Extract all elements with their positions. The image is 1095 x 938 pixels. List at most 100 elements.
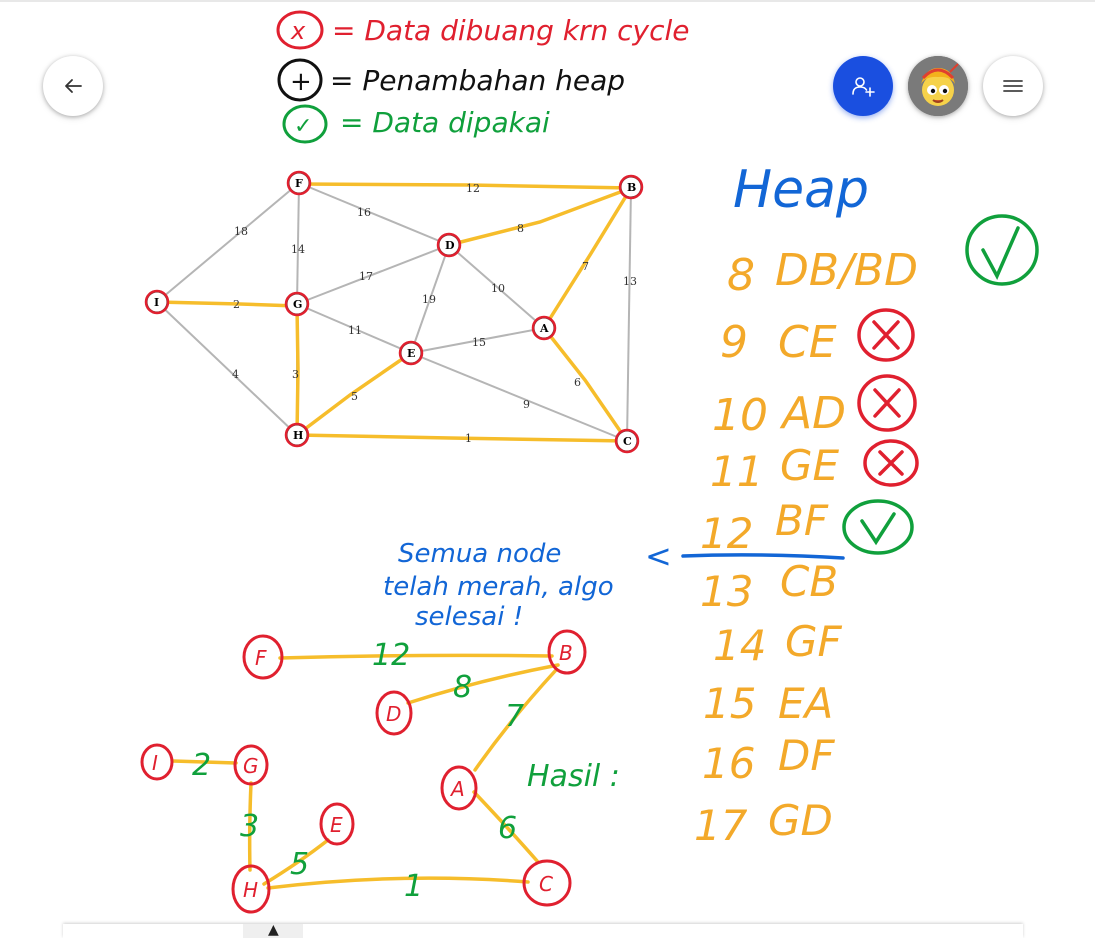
svg-text:CB: CB (780, 557, 838, 606)
graph-nodes: F B D I G A E H C (144, 170, 644, 454)
hamburger-menu-icon (1003, 80, 1023, 92)
svg-text:I: I (154, 296, 159, 309)
svg-text:A: A (539, 322, 549, 335)
weight-label: 5 (351, 390, 358, 403)
svg-text:17: 17 (694, 801, 748, 850)
svg-text:EA: EA (778, 679, 833, 728)
svg-text:I: I (152, 751, 158, 775)
svg-text:9: 9 (720, 317, 748, 368)
legend-plus-symbol: + (290, 67, 312, 97)
weight-label: 16 (357, 206, 371, 219)
x-mark-icon (863, 439, 919, 487)
node-h: H (284, 422, 310, 448)
weight-label: 3 (292, 368, 299, 381)
svg-text:DF: DF (778, 731, 835, 780)
svg-text:G: G (293, 298, 302, 311)
arrow-left-icon (65, 79, 82, 93)
result-edges (171, 653, 560, 890)
svg-text:GF: GF (785, 617, 843, 666)
check-mark-icon (965, 214, 1039, 286)
back-button[interactable] (43, 56, 103, 116)
node-f: F (286, 170, 312, 196)
svg-text:A: A (449, 777, 465, 801)
heap-title: Heap (733, 160, 869, 220)
svg-text:GE: GE (780, 441, 840, 490)
svg-text:6: 6 (498, 811, 517, 846)
weight-label: 8 (517, 222, 524, 235)
svg-text:15: 15 (703, 679, 756, 728)
svg-text:13: 13 (700, 567, 753, 616)
heap-list: Heap 8 DB/BD 9 CE 10 AD (645, 160, 1039, 850)
gray-edges (156, 182, 632, 442)
note-line: selesai ! (415, 602, 523, 632)
svg-text:12: 12 (700, 509, 753, 558)
svg-text:D: D (386, 702, 401, 726)
heap-row: 12 BF (700, 496, 914, 558)
svg-text:E: E (330, 813, 343, 837)
user-avatar[interactable] (908, 56, 968, 116)
divider-line (681, 553, 845, 560)
svg-text:1: 1 (404, 869, 423, 904)
heap-row: 17 GD (694, 796, 833, 850)
weight-label: 4 (232, 368, 239, 381)
svg-text:GD: GD (768, 796, 833, 845)
weight-label: 18 (234, 225, 248, 238)
result-tree: F B D I G A E H C 12 8 7 2 3 6 5 1 Hasil… (140, 629, 620, 914)
heap-row: 9 CE (720, 308, 915, 368)
svg-text:C: C (623, 435, 632, 448)
result-label: Hasil : (527, 759, 620, 794)
svg-text:D: D (445, 239, 455, 252)
note-arrow: < (645, 537, 672, 575)
legend-check-symbol: ✓ (294, 114, 312, 139)
weight-label: 1 (465, 432, 472, 445)
weight-label: 10 (491, 282, 505, 295)
bottom-toolbar[interactable]: ▲ (63, 922, 1023, 938)
svg-text:B: B (627, 181, 636, 194)
svg-text:C: C (539, 872, 553, 896)
menu-button[interactable] (983, 56, 1043, 116)
result-weights: 12 8 7 2 3 6 5 1 (192, 638, 524, 904)
svg-text:11: 11 (710, 447, 763, 496)
caret-up-icon: ▲ (268, 922, 279, 938)
svg-text:BF: BF (775, 496, 829, 545)
weight-label: 13 (623, 275, 637, 288)
add-collaborator-button[interactable] (833, 56, 893, 116)
x-mark-icon (857, 374, 917, 432)
svg-text:F: F (255, 646, 267, 670)
svg-text:8: 8 (453, 670, 472, 705)
original-graph: 12 18 16 14 8 17 19 10 7 13 2 11 15 3 5 … (144, 170, 644, 454)
heap-row: 14 GF (713, 617, 843, 670)
weight-label: 11 (348, 324, 362, 337)
top-border (0, 0, 1095, 2)
result-node-circles (140, 629, 587, 914)
svg-text:DB/BD: DB/BD (775, 245, 918, 296)
svg-text:AD: AD (779, 388, 846, 439)
svg-text:12: 12 (372, 638, 410, 673)
weight-label: 17 (359, 270, 373, 283)
toolbar-cell[interactable] (243, 924, 303, 938)
avatar-image (908, 56, 968, 116)
svg-text:B: B (559, 641, 573, 665)
x-mark-icon (857, 308, 915, 362)
node-b: B (618, 174, 644, 200)
weight-label: 15 (472, 336, 486, 349)
node-g: G (284, 291, 310, 317)
node-i: I (144, 289, 170, 315)
note-line: telah merah, algo (383, 572, 614, 602)
svg-text:H: H (293, 429, 303, 442)
svg-text:14: 14 (713, 621, 766, 670)
svg-text:10: 10 (712, 390, 768, 441)
completion-note: Semua node telah merah, algo selesai ! (383, 539, 614, 632)
svg-text:3: 3 (240, 809, 259, 844)
legend-x-symbol: x (290, 17, 306, 45)
svg-text:7: 7 (505, 699, 524, 734)
heap-row: 13 CB (700, 557, 838, 616)
svg-text:2: 2 (192, 748, 211, 783)
svg-text:G: G (243, 754, 259, 778)
edge-weights: 12 18 16 14 8 17 19 10 7 13 2 11 15 3 5 … (232, 182, 637, 445)
legend-plus-text: = Penambahan heap (330, 64, 625, 97)
result-node-labels: F B D I G A E H C (152, 641, 573, 902)
weight-label: 12 (466, 182, 480, 195)
heap-row: 16 DF (702, 731, 835, 788)
